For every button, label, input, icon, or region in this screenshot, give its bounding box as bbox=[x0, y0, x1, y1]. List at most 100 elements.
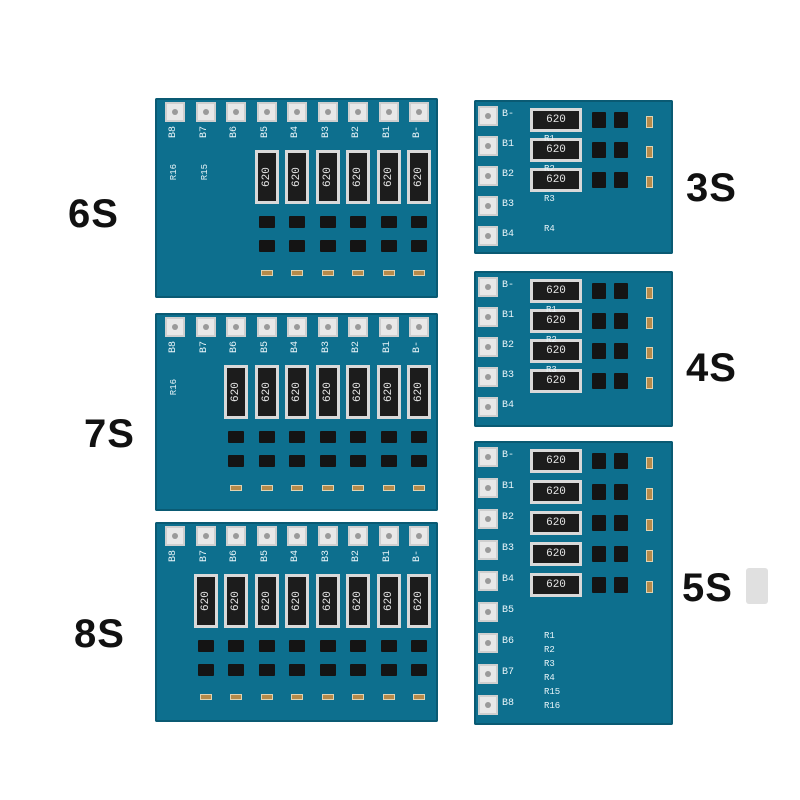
resistor-620: 620 bbox=[376, 150, 401, 204]
ic-chip bbox=[380, 431, 397, 443]
solder-pad bbox=[348, 526, 368, 546]
resistor-620: 620 bbox=[315, 365, 340, 419]
ic-chip bbox=[350, 240, 366, 252]
resistor-620: 620 bbox=[346, 574, 370, 628]
ic-chip bbox=[289, 216, 305, 228]
smd-capacitor bbox=[321, 270, 334, 276]
smd-capacitor bbox=[382, 694, 395, 700]
solder-pad bbox=[165, 102, 185, 122]
solder-pad bbox=[478, 136, 498, 156]
resistor-designator: R16 bbox=[169, 164, 179, 181]
pin-label: B- bbox=[412, 550, 423, 563]
ic-chip bbox=[289, 240, 305, 252]
pin-label: B1 bbox=[381, 126, 393, 139]
pin-label: B8 bbox=[168, 341, 179, 354]
ic-chip bbox=[197, 640, 214, 652]
solder-pad bbox=[478, 571, 498, 591]
pin-label: B4 bbox=[502, 229, 515, 240]
resistor-620: 620 bbox=[376, 574, 401, 628]
resistor-620: 620 bbox=[376, 365, 401, 419]
pin-label: B1 bbox=[381, 341, 393, 354]
ic-chip bbox=[319, 640, 336, 652]
ic-chip bbox=[592, 453, 606, 469]
solder-pad bbox=[478, 633, 498, 653]
pin-label: B8 bbox=[168, 550, 179, 563]
resistor-620: 620 bbox=[254, 365, 279, 419]
resistor-620: 620 bbox=[530, 480, 582, 504]
ic-chip bbox=[614, 313, 628, 329]
pin-label: B8 bbox=[502, 698, 515, 709]
resistor-620: 620 bbox=[224, 574, 248, 628]
label-5s: 5S bbox=[682, 566, 733, 610]
smd-capacitor bbox=[321, 694, 334, 700]
smd-capacitor bbox=[382, 485, 395, 491]
resistor-620: 620 bbox=[407, 150, 431, 204]
pin-label: B1 bbox=[502, 481, 515, 492]
ic-chip bbox=[411, 455, 427, 467]
ic-chip bbox=[319, 216, 336, 228]
pin-label: B2 bbox=[502, 512, 515, 523]
resistor-620: 620 bbox=[193, 574, 218, 628]
solder-pad bbox=[478, 367, 498, 387]
label-7s: 7S bbox=[84, 412, 135, 456]
ic-chip bbox=[258, 240, 275, 252]
resistor-designator: R15 bbox=[199, 164, 210, 181]
smd-capacitor bbox=[260, 485, 273, 491]
smd-capacitor bbox=[352, 270, 364, 276]
pin-label: B3 bbox=[320, 341, 332, 354]
ic-chip bbox=[319, 431, 336, 443]
smd-capacitor bbox=[646, 176, 653, 188]
resistor-620: 620 bbox=[530, 511, 582, 535]
pin-label: B1 bbox=[502, 139, 515, 150]
resistor-620: 620 bbox=[224, 365, 248, 419]
smd-capacitor bbox=[646, 377, 653, 389]
resistor-designator: R16 bbox=[544, 701, 561, 711]
smd-capacitor bbox=[646, 146, 653, 158]
solder-pad bbox=[378, 102, 399, 122]
watermark-mark bbox=[746, 568, 768, 604]
solder-pad bbox=[256, 102, 277, 122]
solder-pad bbox=[478, 695, 498, 715]
solder-pad bbox=[478, 447, 498, 467]
resistor-designator: R1 bbox=[546, 305, 557, 315]
ic-chip bbox=[411, 216, 427, 228]
resistor-designator: R2 bbox=[546, 335, 557, 345]
resistor-620: 620 bbox=[285, 365, 309, 419]
solder-pad bbox=[165, 526, 185, 546]
smd-capacitor bbox=[291, 270, 303, 276]
resistor-designator: R1 bbox=[544, 134, 555, 144]
ic-chip bbox=[228, 640, 244, 652]
solder-pad bbox=[317, 526, 338, 546]
solder-pad bbox=[478, 664, 498, 684]
resistor-620: 620 bbox=[530, 369, 582, 393]
ic-chip bbox=[319, 240, 336, 252]
resistor-620: 620 bbox=[530, 108, 582, 132]
pin-label: B7 bbox=[198, 341, 210, 354]
ic-chip bbox=[289, 664, 305, 676]
pin-label: B5 bbox=[259, 341, 271, 354]
ic-chip bbox=[614, 343, 628, 359]
resistor-designator: R3 bbox=[546, 365, 557, 375]
pin-label: B5 bbox=[502, 605, 515, 616]
pin-label: B1 bbox=[502, 310, 515, 321]
ic-chip bbox=[350, 664, 366, 676]
pin-label: B3 bbox=[320, 126, 332, 139]
resistor-620: 620 bbox=[254, 574, 279, 628]
resistor-designator: R4 bbox=[544, 673, 555, 683]
ic-chip bbox=[380, 240, 397, 252]
ic-chip bbox=[614, 373, 628, 389]
smd-capacitor bbox=[291, 485, 303, 491]
pin-label: B- bbox=[502, 450, 515, 461]
solder-pad bbox=[195, 317, 216, 337]
smd-capacitor bbox=[291, 694, 303, 700]
solder-pad bbox=[348, 317, 368, 337]
resistor-620: 620 bbox=[315, 150, 340, 204]
solder-pad bbox=[478, 509, 498, 529]
resistor-620: 620 bbox=[285, 150, 309, 204]
solder-pad bbox=[287, 102, 307, 122]
